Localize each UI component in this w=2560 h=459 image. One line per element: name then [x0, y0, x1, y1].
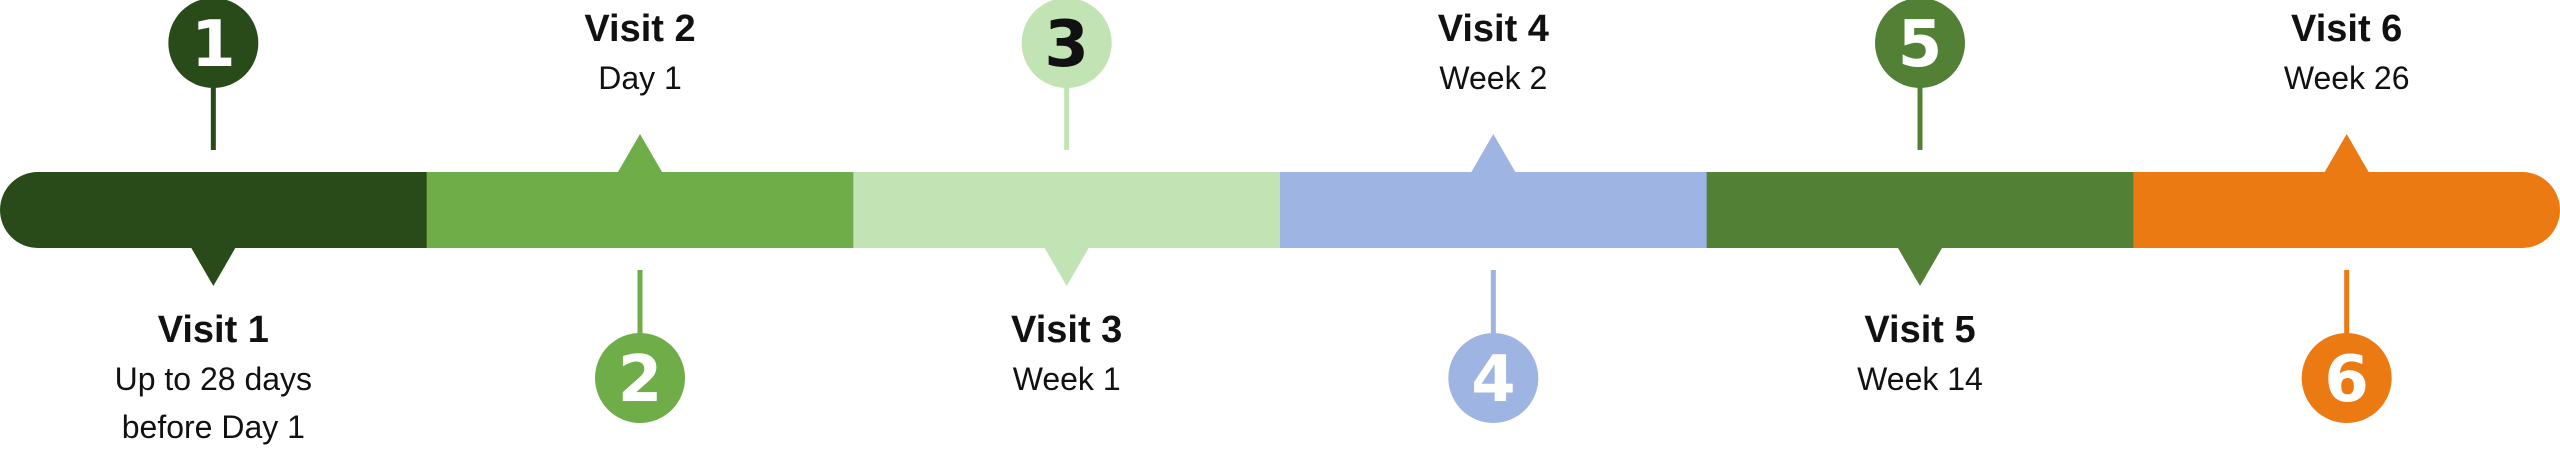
visit-number-badge [2301, 333, 2392, 423]
visit-title: Visit 1 [158, 309, 269, 351]
pointer-triangle [618, 134, 662, 172]
timeline-segment-1 [0, 172, 428, 248]
visit-timing: Up to 28 days [115, 361, 312, 397]
visit-number: 4 [1471, 343, 1516, 417]
pointer-triangle [1044, 248, 1089, 286]
visit-timing: before Day 1 [122, 409, 305, 445]
pointer-triangle [1471, 134, 1516, 172]
visit-title: Visit 5 [1864, 309, 1975, 351]
visit-number-badge [1021, 0, 1112, 88]
visit-title: Visit 2 [584, 8, 695, 50]
visit-number: 3 [1044, 8, 1089, 82]
pointer-triangle [1898, 248, 1942, 286]
timeline-segment-3 [853, 172, 1281, 248]
visit-4: 4 Visit 4 Week 2 [1438, 8, 1549, 423]
visit-timing: Week 26 [2284, 60, 2410, 96]
visit-number-badge [1448, 333, 1539, 423]
visit-timing: Day 1 [598, 60, 682, 96]
visit-2: 2 Visit 2 Day 1 [584, 8, 696, 423]
visit-title: Visit 4 [1438, 8, 1549, 50]
timeline-segment-6 [2133, 172, 2560, 248]
visit-timing: Week 14 [1857, 361, 1983, 397]
visit-number-badge [168, 0, 259, 88]
visit-6: 6 Visit 6 Week 26 [2284, 8, 2410, 423]
visit-title: Visit 3 [1011, 309, 1122, 351]
visit-timing: Week 2 [1439, 60, 1547, 96]
pointer-triangle [191, 248, 236, 286]
timeline-segment-2 [426, 172, 855, 248]
visit-number: 5 [1898, 8, 1943, 82]
visit-timing: Week 1 [1013, 361, 1121, 397]
visit-number-badge [1875, 0, 1965, 88]
timeline-segment-4 [1280, 172, 1708, 248]
visit-number: 2 [618, 343, 663, 417]
timeline-segment-5 [1706, 172, 2135, 248]
visit-number: 1 [191, 8, 236, 82]
timeline-bar [0, 172, 2560, 248]
visit-number: 6 [2324, 343, 2369, 417]
visit-title: Visit 6 [2291, 8, 2402, 50]
visit-number-badge [595, 333, 685, 423]
pointer-triangle [2324, 134, 2369, 172]
